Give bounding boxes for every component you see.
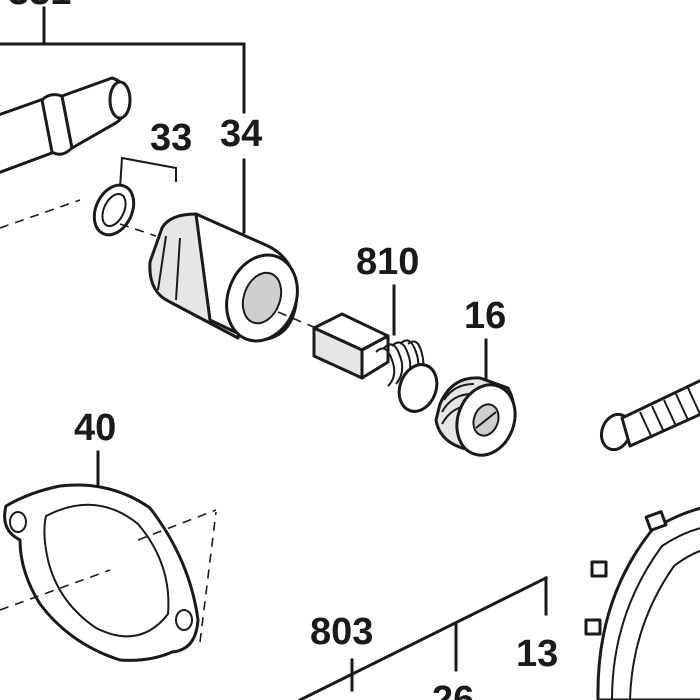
part-33-retaining-ring: 33 [92,117,192,237]
part-810-carbon-brush: 810 [312,241,439,413]
top-leader-bracket: 331 [0,0,246,114]
callout-34: 34 [220,113,262,155]
housing-part [584,506,700,700]
bottom-leader-bracket: 803 26 13 [297,575,558,700]
callout-803: 803 [310,611,373,653]
callout-13: 13 [516,633,558,675]
part-34-brush-holder: 34 [119,113,317,343]
callout-26: 26 [432,679,474,700]
callout-810: 810 [356,241,419,283]
screw-part [599,379,700,452]
callout-33: 33 [150,117,192,159]
shaft-part [0,76,132,229]
callout-40: 40 [74,407,116,449]
callout-top-cut: 331 [8,0,71,13]
callout-16: 16 [464,295,506,337]
part-16-brush-cap: 16 [434,295,517,457]
part-40-gasket: 40 [0,407,217,662]
